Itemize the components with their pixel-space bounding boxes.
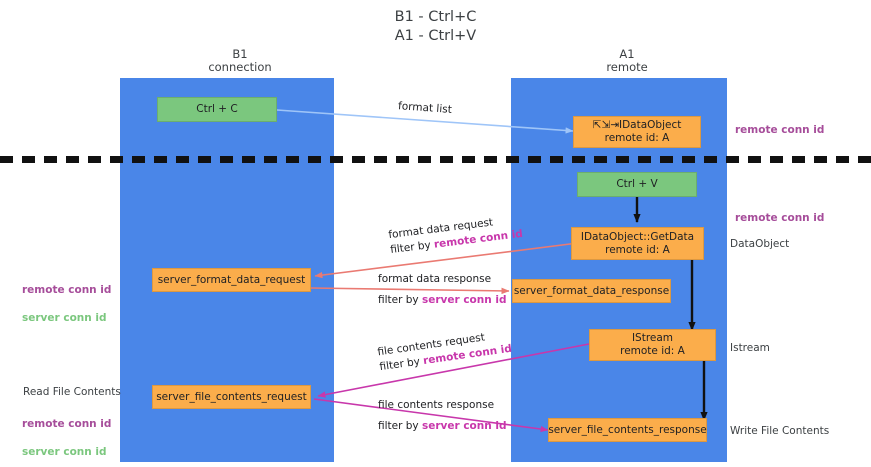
phase-divider <box>0 156 871 163</box>
node-ctrl-c[interactable]: Ctrl + C <box>157 97 277 122</box>
annotation-left-conn-ids: remote conn id server conn id <box>22 269 111 339</box>
edge-label-line2: filter by server conn id <box>378 294 507 306</box>
edge-label-line2: filter by server conn id <box>378 420 507 432</box>
annotation-right-istream: Istream <box>730 342 770 354</box>
annotation-left-conn-ids-2: remote conn id server conn id <box>22 403 111 467</box>
edge-label-format-list: format list <box>398 99 453 118</box>
edge-label-file-contents-response: file contents response filter by server … <box>378 398 507 434</box>
annotation-server-conn-id: server conn id <box>22 446 107 458</box>
page-title: B1 - Ctrl+C A1 - Ctrl+V <box>394 9 477 44</box>
annotation-right-mid: remote conn id <box>735 212 825 224</box>
edge-label-format-data-response: format data response filter by server co… <box>378 272 507 308</box>
column-header-b1: B1 connection <box>208 47 272 74</box>
node-idataobject-top[interactable]: ⇱⇲⇥IDataObject remote id: A <box>573 116 701 148</box>
annotation-right-write-file-contents: Write File Contents <box>730 425 830 437</box>
column-header-a1: A1 remote <box>606 47 648 74</box>
edge-label-highlight: server conn id <box>421 294 507 306</box>
edge-label-line1: format list <box>397 100 453 116</box>
node-ctrl-v[interactable]: Ctrl + V <box>577 172 697 197</box>
edge-label-line1: format data response <box>378 273 492 285</box>
annotation-read-file-contents: Read File Contents <box>23 386 121 398</box>
node-server-file-contents-response[interactable]: server_file_contents_response <box>548 418 707 442</box>
node-server-format-data-request[interactable]: server_format_data_request <box>152 268 311 292</box>
node-getdata[interactable]: IDataObject::GetData remote id: A <box>571 227 704 260</box>
annotation-right-top: remote conn id <box>735 124 825 136</box>
edge-label-file-contents-request: file contents request filter by remote c… <box>377 327 513 375</box>
annotation-server-conn-id: server conn id <box>22 312 107 324</box>
edge-label-format-data-request: format data request filter by remote con… <box>388 212 524 258</box>
edge-label-highlight: server conn id <box>421 420 507 432</box>
annotation-remote-conn-id: remote conn id <box>22 418 112 430</box>
node-server-file-contents-request[interactable]: server_file_contents_request <box>152 385 311 409</box>
annotation-remote-conn-id: remote conn id <box>22 284 112 296</box>
node-server-format-data-response[interactable]: server_format_data_response <box>512 279 671 303</box>
edge-label-line1: file contents response <box>378 399 495 411</box>
annotation-right-dataobject: DataObject <box>730 238 790 250</box>
node-istream[interactable]: IStream remote id: A <box>589 329 716 361</box>
